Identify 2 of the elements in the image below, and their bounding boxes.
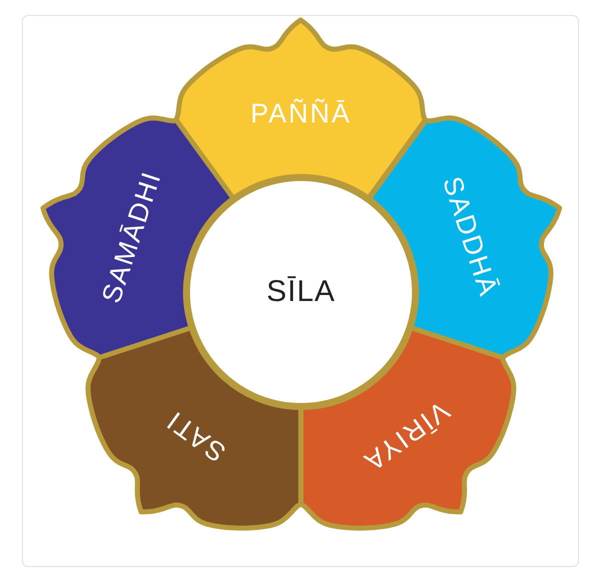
petal-label: PAÑÑĀ bbox=[250, 98, 352, 130]
center-label: SĪLA bbox=[266, 275, 336, 309]
